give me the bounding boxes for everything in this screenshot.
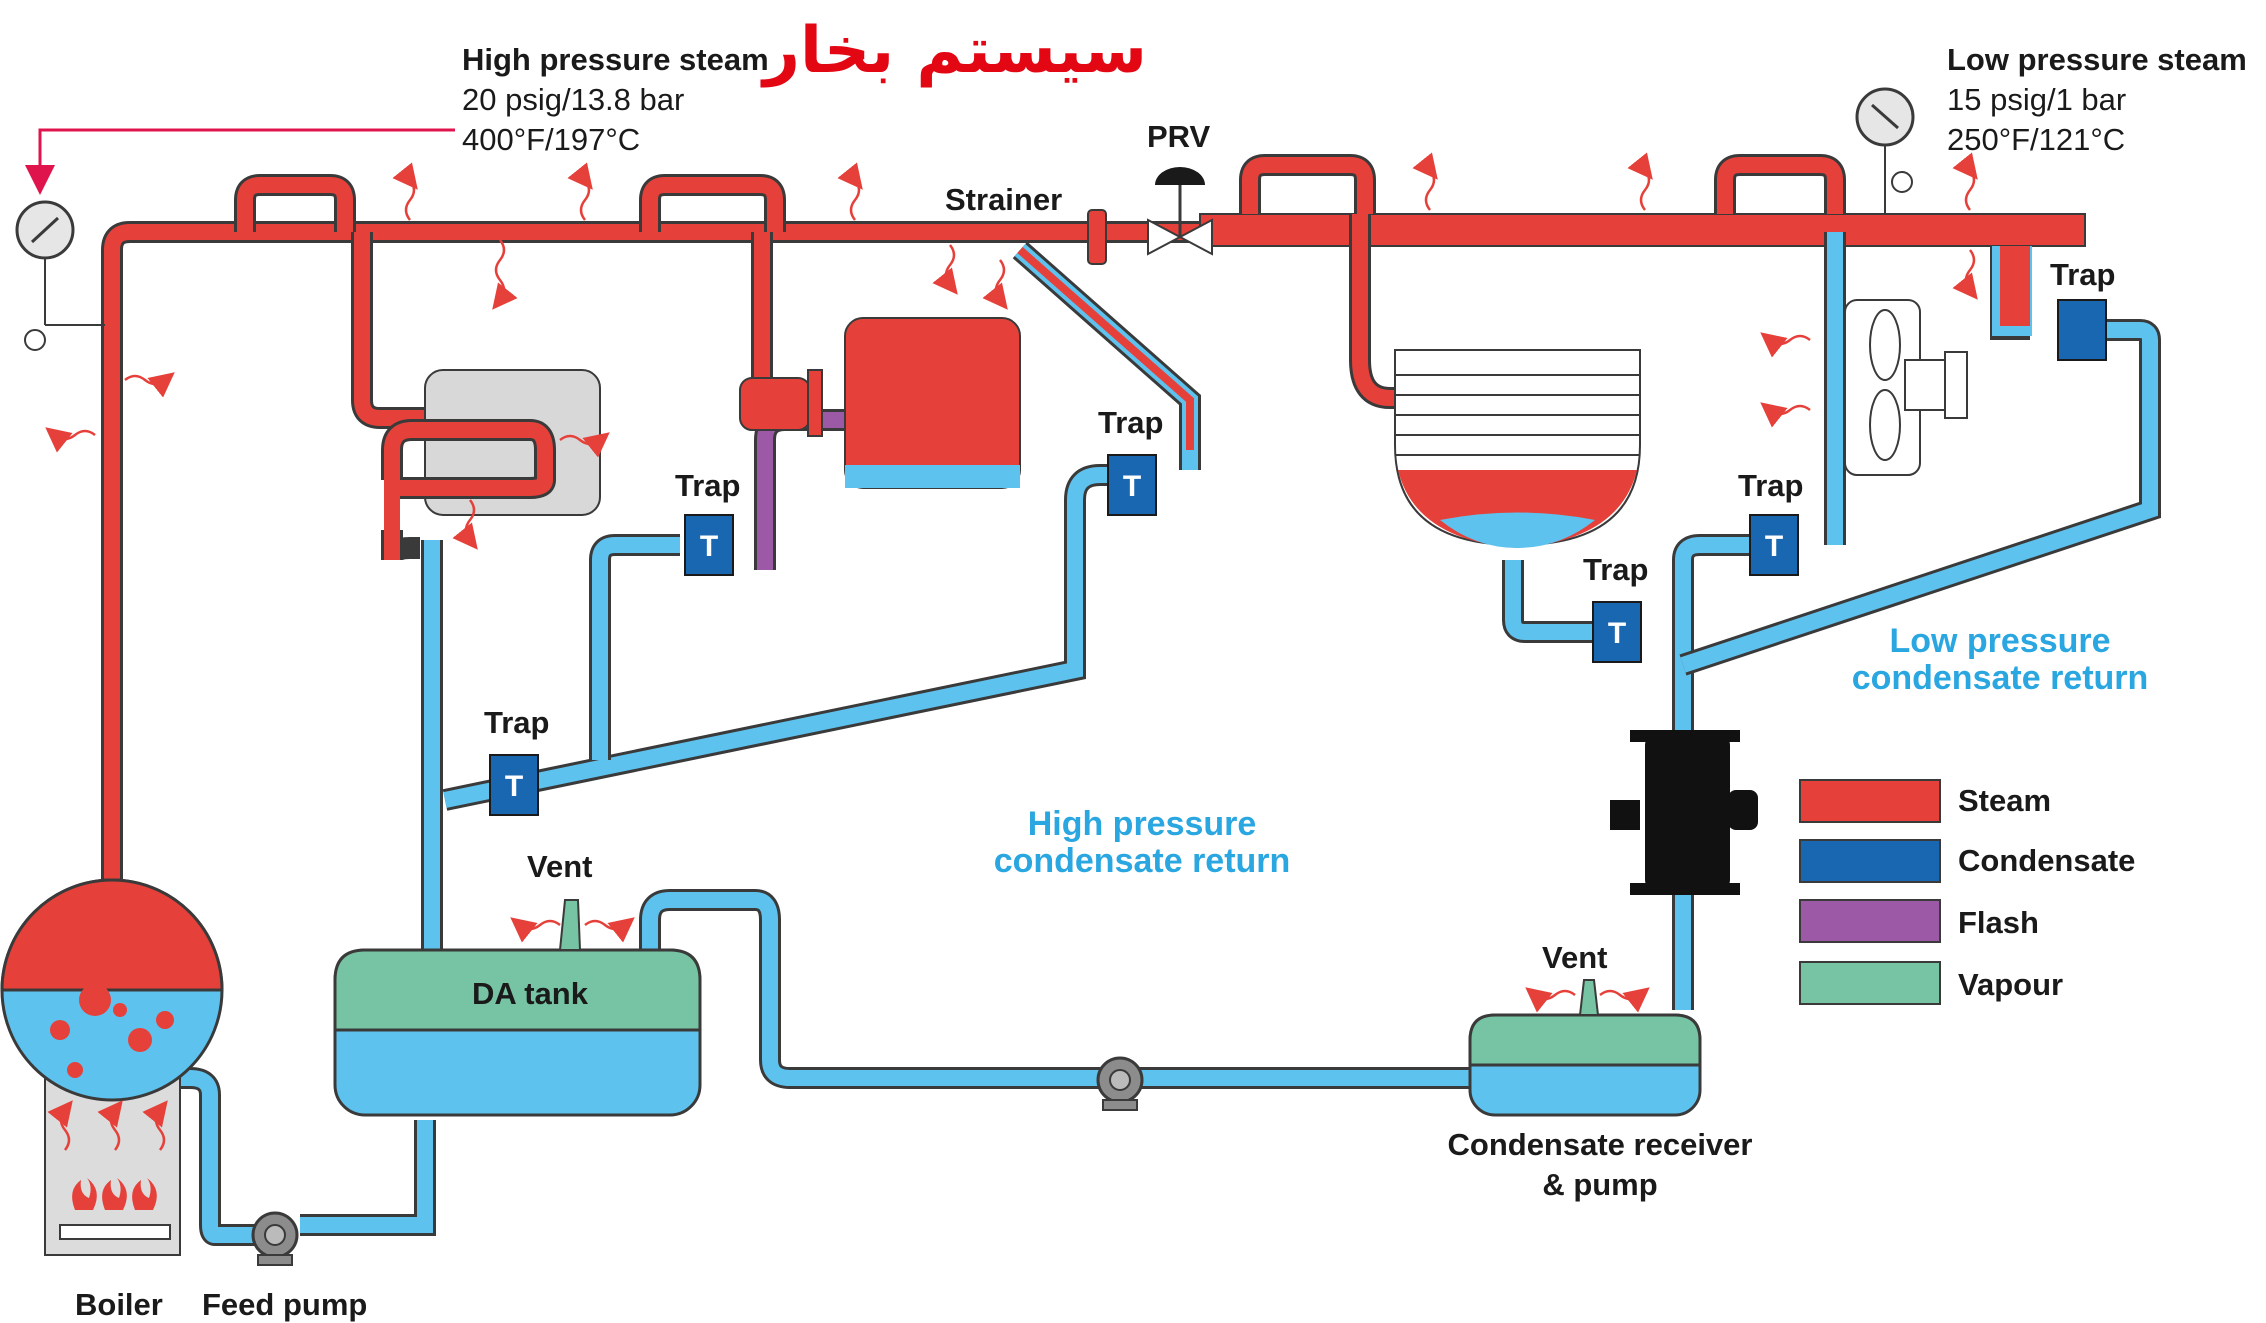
trap-glyph: T — [700, 530, 718, 563]
trap-return — [489, 754, 539, 816]
return-pump — [1096, 1056, 1144, 1111]
trap-label: Trap — [2050, 257, 2115, 292]
feed-pump-label: Feed pump — [202, 1287, 367, 1322]
legend-label: Steam — [1958, 783, 2051, 818]
lp-steam-pressure: 15 psig/1 bar — [1947, 82, 2126, 117]
legend-label: Vapour — [1958, 967, 2063, 1002]
trap-label: Trap — [1098, 405, 1163, 440]
unit-heater — [1844, 299, 1968, 476]
legend-label: Flash — [1958, 905, 2039, 940]
boiler — [0, 878, 224, 1256]
boiler-label: Boiler — [75, 1287, 163, 1322]
trap-label: Trap — [675, 468, 740, 503]
trap-vessel — [1592, 601, 1642, 663]
diagram-title: سیستم بخار — [760, 14, 1147, 88]
pump-trap — [1610, 730, 1758, 895]
heat-exchanger — [381, 369, 601, 516]
trap-hx — [684, 514, 734, 576]
trap-label: Trap — [484, 705, 549, 740]
vent-label: Vent — [1542, 940, 1607, 975]
legend-swatch-steam — [1799, 779, 1941, 823]
vent-label: Vent — [527, 849, 592, 884]
process-vessel — [739, 317, 1021, 489]
trap-glyph: T — [505, 770, 523, 803]
pressure-gauge-icon — [15, 200, 105, 351]
trap-glyph: T — [1608, 617, 1626, 650]
trap-label: Trap — [1583, 552, 1648, 587]
da-tank-label: DA tank — [472, 976, 589, 1011]
feed-pump — [251, 1211, 299, 1266]
trap-label: Trap — [1738, 468, 1803, 503]
lp-return-label-1: Low pressure — [1889, 622, 2110, 660]
hp-return-label-2: condensate return — [994, 842, 1291, 880]
trap-glyph: T — [1765, 530, 1783, 563]
lp-steam-heading: Low pressure steam — [1947, 42, 2247, 77]
prv-valve — [1147, 167, 1213, 256]
jacketed-vessel — [1394, 349, 1641, 548]
trap-drip — [1107, 454, 1157, 516]
legend: Steam Condensate Flash Vapour — [1799, 779, 2135, 1005]
da-tank — [333, 899, 702, 1117]
heat-wave-icons — [45, 152, 1978, 1151]
receiver-label-1: Condensate receiver — [1448, 1127, 1753, 1162]
legend-swatch-flash — [1799, 899, 1941, 943]
prv-label: PRV — [1147, 119, 1211, 154]
lp-steam-temperature: 250°F/121°C — [1947, 122, 2125, 157]
hp-steam-heading: High pressure steam — [462, 42, 769, 77]
trap-lp-end — [2057, 299, 2107, 361]
strainer — [1087, 209, 1107, 265]
strainer-label: Strainer — [945, 182, 1062, 217]
hp-steam-temperature: 400°F/197°C — [462, 122, 640, 157]
hp-return-label-1: High pressure — [1028, 805, 1257, 843]
receiver-label-2: & pump — [1542, 1167, 1657, 1202]
trap-glyph: T — [1123, 470, 1141, 503]
condensate-receiver — [1468, 979, 1702, 1117]
legend-swatch-condensate — [1799, 839, 1941, 883]
lp-return-label-2: condensate return — [1852, 659, 2149, 697]
pointer-arrow — [25, 128, 455, 195]
hp-steam-pressure: 20 psig/13.8 bar — [462, 82, 684, 117]
trap-heater — [1749, 514, 1799, 576]
legend-label: Condensate — [1958, 843, 2135, 878]
legend-swatch-vapour — [1799, 961, 1941, 1005]
traps: T T T T T — [489, 299, 2107, 816]
pressure-gauge-icon — [1855, 87, 1915, 214]
